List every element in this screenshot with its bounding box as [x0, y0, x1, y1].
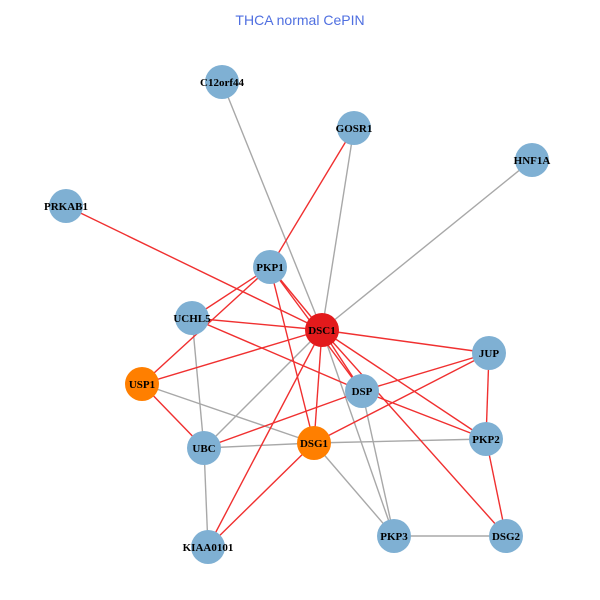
- node-circle: [253, 250, 287, 284]
- node-label: DSG1: [300, 438, 328, 450]
- node-DSG1[interactable]: DSG1: [297, 426, 331, 460]
- edge-DSC1-DSG2: [321, 329, 507, 537]
- node-label: DSP: [352, 386, 373, 398]
- edge-UCHL5-DSP: [191, 317, 363, 392]
- node-label: HNF1A: [514, 155, 551, 167]
- edge-PKP1-DSG1: [269, 266, 315, 444]
- edge-USP1-DSG1: [141, 383, 315, 444]
- node-HNF1A[interactable]: HNF1A: [514, 143, 551, 177]
- node-C12orf44[interactable]: C12orf44: [200, 65, 244, 99]
- node-circle: [175, 301, 209, 335]
- edge-PRKAB1-DSC1: [65, 205, 323, 331]
- node-label: KIAA0101: [183, 542, 234, 554]
- node-GOSR1[interactable]: GOSR1: [336, 111, 373, 145]
- node-circle: [49, 189, 83, 223]
- node-label: C12orf44: [200, 77, 244, 89]
- node-circle: [472, 336, 506, 370]
- edge-USP1-DSC1: [141, 329, 323, 385]
- node-PKP2[interactable]: PKP2: [469, 422, 503, 456]
- node-circle: [297, 426, 331, 460]
- node-UBC[interactable]: UBC: [187, 431, 221, 465]
- node-circle: [377, 519, 411, 553]
- node-label: USP1: [129, 379, 155, 391]
- node-DSG2[interactable]: DSG2: [489, 519, 523, 553]
- node-DSC1[interactable]: DSC1: [305, 313, 339, 347]
- edge-DSC1-PKP2: [321, 329, 487, 440]
- edge-DSC1-KIAA0101: [207, 329, 323, 548]
- edge-GOSR1-PKP1: [269, 127, 355, 268]
- node-PKP1[interactable]: PKP1: [253, 250, 287, 284]
- node-label: DSG2: [492, 531, 521, 543]
- edge-DSG1-KIAA0101: [207, 442, 315, 548]
- node-UCHL5[interactable]: UCHL5: [173, 301, 211, 335]
- node-circle: [515, 143, 549, 177]
- edge-DSG1-PKP2: [313, 438, 487, 444]
- node-DSP[interactable]: DSP: [345, 374, 379, 408]
- node-label: PKP2: [472, 434, 500, 446]
- node-circle: [191, 530, 225, 564]
- node-circle: [125, 367, 159, 401]
- node-label: JUP: [479, 348, 499, 360]
- edge-UBC-DSC1: [203, 329, 323, 449]
- node-label: PKP1: [256, 262, 284, 274]
- edge-DSP-JUP: [361, 352, 490, 392]
- node-circle: [469, 422, 503, 456]
- edge-UCHL5-DSC1: [191, 317, 323, 331]
- node-circle: [345, 374, 379, 408]
- edge-DSP-PKP3: [361, 390, 395, 537]
- edge-HNF1A-DSC1: [321, 159, 533, 331]
- node-PKP3[interactable]: PKP3: [377, 519, 411, 553]
- node-label: GOSR1: [336, 123, 373, 135]
- edge-UBC-DSG1: [203, 442, 315, 449]
- node-label: UBC: [192, 443, 215, 455]
- edge-DSG1-JUP: [313, 352, 490, 444]
- node-label: PKP3: [380, 531, 408, 543]
- diagram-title: THCA normal CePIN: [235, 12, 365, 28]
- edge-DSP-PKP2: [361, 390, 487, 440]
- node-circle: [489, 519, 523, 553]
- node-circle: [337, 111, 371, 145]
- node-label: PRKAB1: [44, 201, 88, 213]
- node-JUP[interactable]: JUP: [472, 336, 506, 370]
- edge-UCHL5-UBC: [191, 317, 205, 449]
- node-circle: [187, 431, 221, 465]
- node-PRKAB1[interactable]: PRKAB1: [44, 189, 88, 223]
- node-label: DSC1: [308, 325, 336, 337]
- edge-DSC1-DSG1: [313, 329, 323, 444]
- node-circle: [305, 313, 339, 347]
- node-USP1[interactable]: USP1: [125, 367, 159, 401]
- node-circle: [205, 65, 239, 99]
- node-KIAA0101[interactable]: KIAA0101: [183, 530, 234, 564]
- edge-C12orf44-DSC1: [221, 81, 323, 331]
- edge-DSC1-PKP3: [321, 329, 395, 537]
- edge-DSG1-PKP3: [313, 442, 395, 537]
- edge-DSC1-JUP: [321, 329, 490, 354]
- edge-GOSR1-DSC1: [321, 127, 355, 331]
- node-label: UCHL5: [173, 313, 211, 325]
- edge-UBC-DSP: [203, 390, 363, 449]
